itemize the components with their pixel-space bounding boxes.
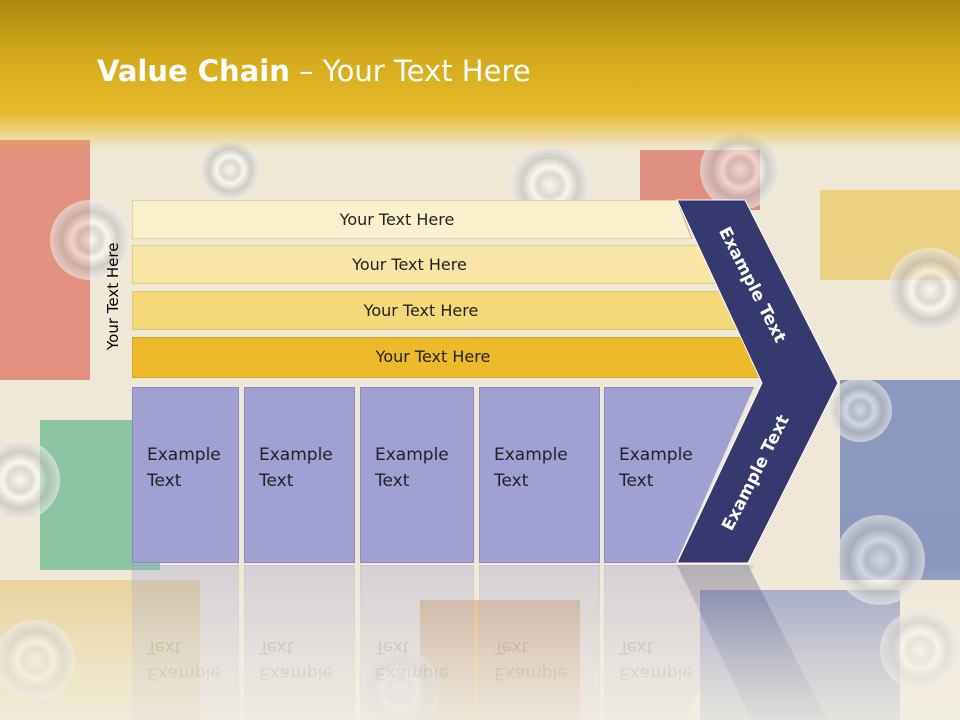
slide-title: Value Chain – Your Text Here: [97, 54, 531, 88]
bar-3: Your Text Here: [132, 291, 740, 330]
bar-1-label: Your Text Here: [339, 210, 455, 229]
bar-2-label: Your Text Here: [352, 255, 467, 274]
reflection-fade: [0, 565, 960, 720]
box-1-line1: Example: [147, 445, 221, 465]
bar-4-label: Your Text Here: [375, 347, 491, 366]
title-rest: – Your Text Here: [289, 54, 531, 88]
box-2-line2: Text: [259, 471, 294, 491]
box-3-line2: Text: [375, 471, 410, 491]
box-3-line1: Example: [375, 445, 449, 465]
box-3: Example Text: [360, 387, 474, 563]
box-1: Example Text: [132, 387, 239, 563]
box-1-line2: Text: [147, 471, 182, 491]
bar-4: Your Text Here: [132, 337, 764, 378]
box-4-line1: Example: [494, 445, 568, 465]
box-2-line1: Example: [259, 445, 333, 465]
title-banner: [0, 0, 960, 150]
box-2: Example Text: [244, 387, 355, 563]
box-4: Example Text: [479, 387, 600, 563]
title-bold: Value Chain: [97, 54, 290, 88]
bar-2: Your Text Here: [132, 245, 717, 284]
box-5-line2: Text: [619, 471, 654, 491]
box-4-line2: Text: [494, 471, 529, 491]
box-5-line1: Example: [619, 445, 693, 465]
bar-1: Your Text Here: [132, 200, 692, 239]
bar-3-label: Your Text Here: [363, 301, 479, 320]
